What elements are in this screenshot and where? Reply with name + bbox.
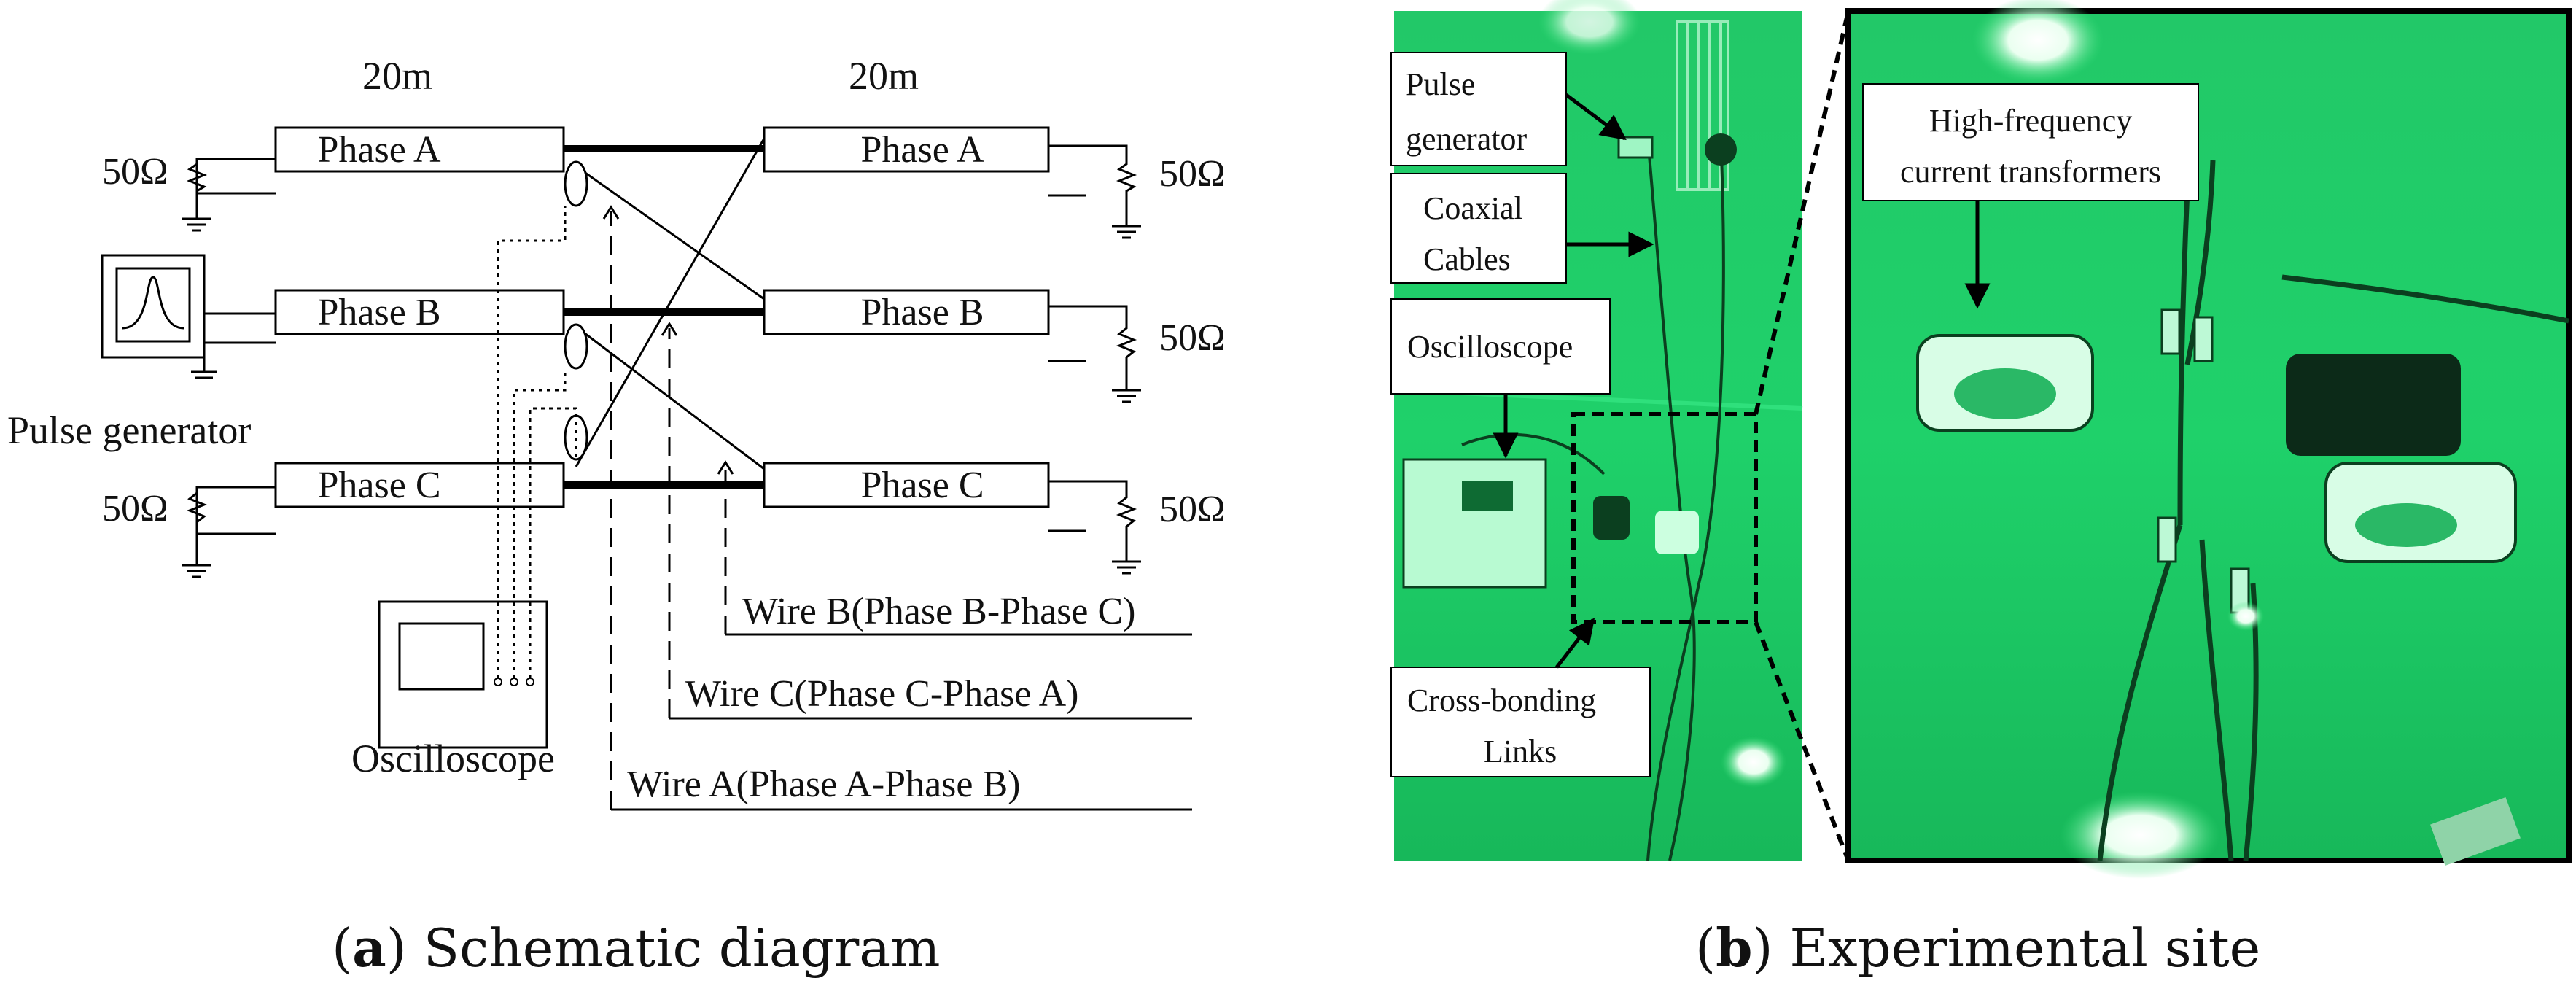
caption-b: (b) Experimental site (1695, 917, 2260, 979)
phase-box-left-b: Phase B (274, 289, 565, 335)
wire-arrowheads (602, 205, 734, 475)
phase-left-a-label: Phase A (318, 129, 441, 171)
length-right: 20m (849, 54, 919, 98)
arrow-cross (1555, 618, 1595, 669)
phase-box-right-b: Phase B (763, 289, 1050, 335)
caption-b-text: Experimental site (1773, 917, 2261, 979)
svg-text:(b) Experimental site: (b) Experimental site (1695, 917, 2260, 979)
caption-b-letter: b (1716, 917, 1752, 979)
cross-bonding-wires (575, 138, 766, 470)
phase-right-c-label: Phase C (861, 465, 984, 506)
pulse-generator-label: Pulse generator (7, 408, 251, 452)
label-pulse-line2: generator (1406, 121, 1527, 157)
label-cross-line2: Links (1484, 734, 1557, 769)
zoom-connectors (1754, 10, 1851, 862)
phase-box-left-c: Phase C (274, 462, 565, 508)
resistor-left-c-label: 50Ω (102, 488, 168, 529)
resistor-right-c (1048, 480, 1141, 575)
resistor-left-c (182, 486, 241, 578)
phase-box-left-a: Phase A (274, 126, 565, 173)
wire-c-label: Wire C(Phase C-Phase A) (685, 673, 1078, 715)
left-return-wires (195, 158, 276, 535)
selection-box (1571, 412, 1758, 624)
pulse-waveform-icon (122, 276, 184, 330)
phase-left-b-label: Phase B (318, 292, 441, 333)
label-oscilloscope: Oscilloscope (1407, 329, 1573, 365)
resistor-right-a (1048, 144, 1141, 239)
schematic-diagram: 20m 20m Phase A Phase B Phase C Phase A … (7, 54, 1226, 811)
ct-a (564, 160, 588, 207)
wire-label-underlines (611, 633, 1192, 811)
probe-leads (497, 206, 577, 678)
length-left: 20m (362, 54, 432, 98)
pulse-generator (101, 254, 217, 379)
phase-right-a-label: Phase A (861, 129, 984, 171)
oscilloscope-label: Oscilloscope (351, 737, 555, 780)
resistor-right-b-label: 50Ω (1159, 317, 1226, 359)
wire-b-label: Wire B(Phase B-Phase C) (742, 591, 1135, 632)
phase-left-c-label: Phase C (318, 465, 441, 506)
wire-indicators (610, 211, 727, 810)
caption-a: (a) Schematic diagram (332, 917, 940, 979)
label-hf-line1: High-frequency (1929, 103, 2133, 139)
resistor-right-a-label: 50Ω (1159, 153, 1226, 195)
ct-b (564, 323, 588, 370)
arrow-pulse (1565, 93, 1627, 141)
resistor-right-b (1048, 305, 1141, 403)
phase-right-b-label: Phase B (861, 292, 984, 333)
label-cross-line1: Cross-bonding (1407, 683, 1596, 718)
resistor-right-c-label: 50Ω (1159, 489, 1226, 530)
phase-box-right-c: Phase C (763, 462, 1050, 508)
resistor-left-a (182, 158, 241, 232)
label-coax-line2: Cables (1423, 241, 1511, 277)
ct-device-1 (1916, 334, 2094, 432)
caption-a-text: Schematic diagram (407, 917, 941, 979)
current-transformers (564, 160, 588, 461)
photo-detail: High-frequency current transformers (1845, 0, 2572, 879)
svg-text:(a) Schematic diagram: (a) Schematic diagram (332, 917, 940, 979)
photo-labels: Pulse generator Coaxial Cables Oscillosc… (1390, 52, 1654, 777)
label-pulse-line1: Pulse (1406, 66, 1475, 102)
resistor-left-a-label: 50Ω (102, 151, 168, 193)
wire-a-label: Wire A(Phase A-Phase B) (627, 764, 1020, 805)
caption-a-letter: a (352, 917, 386, 979)
oscilloscope (378, 600, 548, 749)
phase-box-right-a: Phase A (763, 126, 1050, 173)
ct-device-2 (2324, 462, 2517, 563)
label-hf-line2: current transformers (1900, 154, 2161, 190)
label-coax-line1: Coaxial (1423, 190, 1523, 226)
